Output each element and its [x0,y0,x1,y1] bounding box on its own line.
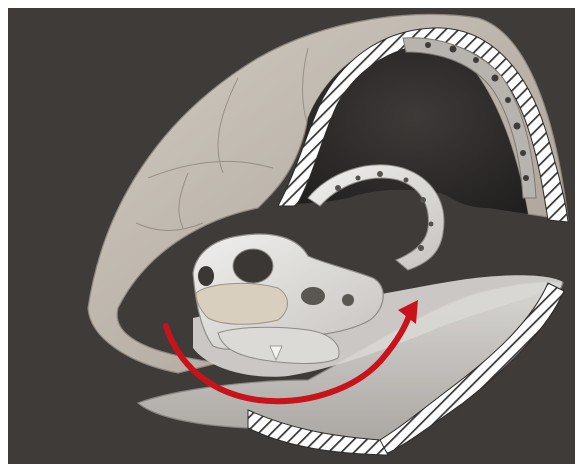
skull-nostril [198,266,214,286]
figure-frame [8,8,575,464]
skull-beak-plate [196,283,287,324]
skull-temporal-opening [301,287,325,305]
skull-foramen [342,294,354,306]
turtle-shell-skull-illustration [8,8,575,464]
skull-orbit [233,249,273,283]
